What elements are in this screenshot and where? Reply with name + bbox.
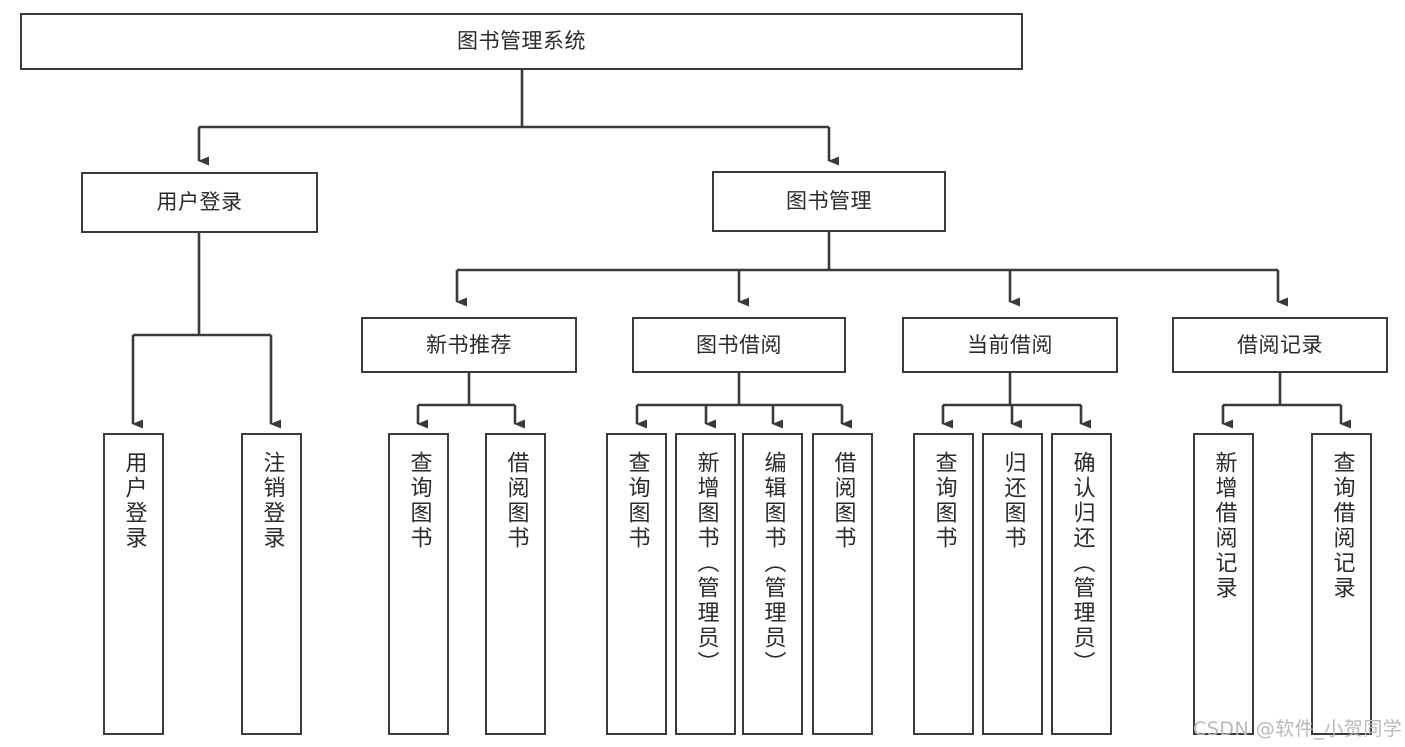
node-label: 查询借阅记录 xyxy=(1329,451,1355,601)
leaf-search-book-borrow[interactable]: 查询图书 xyxy=(606,433,667,735)
node-label: 编辑图书（管理员） xyxy=(760,451,786,676)
leaf-search-borrow-record[interactable]: 查询借阅记录 xyxy=(1311,433,1372,735)
node-root-book-management-system[interactable]: 图书管理系统 xyxy=(20,13,1023,70)
node-label: 注销登录 xyxy=(259,451,285,551)
leaf-confirm-return-admin[interactable]: 确认归还（管理员） xyxy=(1051,433,1112,735)
node-label: 图书管理系统 xyxy=(457,29,586,54)
node-label: 借阅图书 xyxy=(830,451,856,551)
node-label: 新书推荐 xyxy=(426,332,512,357)
leaf-user-login[interactable]: 用户登录 xyxy=(103,433,164,735)
leaf-logout[interactable]: 注销登录 xyxy=(241,433,302,735)
watermark: CSDN @软件_小贺同学 xyxy=(1193,718,1403,740)
node-label: 新增图书（管理员） xyxy=(693,451,719,676)
node-label: 查询图书 xyxy=(931,451,957,551)
node-current-borrow[interactable]: 当前借阅 xyxy=(902,317,1118,373)
node-label: 查询图书 xyxy=(406,451,432,551)
leaf-edit-book-admin[interactable]: 编辑图书（管理员） xyxy=(742,433,803,735)
leaf-add-borrow-record[interactable]: 新增借阅记录 xyxy=(1193,433,1254,735)
leaf-search-book-current[interactable]: 查询图书 xyxy=(913,433,974,735)
leaf-return-book[interactable]: 归还图书 xyxy=(982,433,1043,735)
leaf-borrow-book[interactable]: 借阅图书 xyxy=(812,433,873,735)
leaf-search-book-recommend[interactable]: 查询图书 xyxy=(388,433,449,735)
node-label: 新增借阅记录 xyxy=(1211,451,1237,601)
node-book-management[interactable]: 图书管理 xyxy=(712,171,946,232)
node-label: 用户登录 xyxy=(156,190,243,215)
node-label: 图书借阅 xyxy=(696,332,782,357)
node-label: 借阅图书 xyxy=(503,451,529,551)
node-label: 归还图书 xyxy=(1000,451,1026,551)
leaf-add-book-admin[interactable]: 新增图书（管理员） xyxy=(675,433,736,735)
node-label: 确认归还（管理员） xyxy=(1069,451,1095,676)
node-borrow-record[interactable]: 借阅记录 xyxy=(1172,317,1388,373)
node-label: 借阅记录 xyxy=(1237,332,1323,357)
node-new-book-recommend[interactable]: 新书推荐 xyxy=(361,317,577,373)
node-user-login[interactable]: 用户登录 xyxy=(81,172,318,233)
node-label: 当前借阅 xyxy=(967,332,1053,357)
node-book-borrow[interactable]: 图书借阅 xyxy=(632,317,846,373)
node-label: 图书管理 xyxy=(786,189,872,214)
node-label: 查询图书 xyxy=(624,451,650,551)
node-label: 用户登录 xyxy=(121,451,147,551)
leaf-borrow-book-recommend[interactable]: 借阅图书 xyxy=(485,433,546,735)
